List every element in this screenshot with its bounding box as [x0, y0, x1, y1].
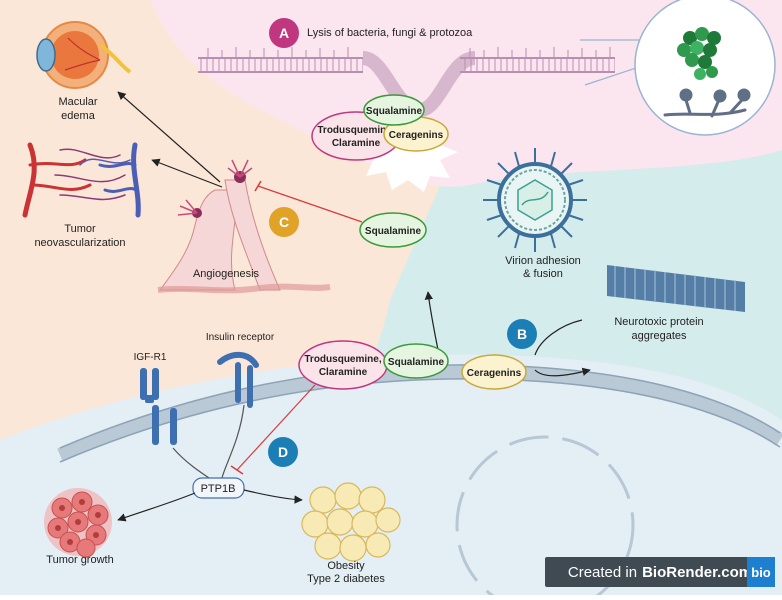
- trodusquemine-bottom-oval: [298, 340, 388, 390]
- insulin-receptor: [217, 351, 259, 408]
- adipocytes-illustration: [301, 482, 401, 562]
- tumor-neo-label-2: neovascularization: [34, 237, 125, 249]
- nucleus: [455, 435, 635, 600]
- svg-text:A: A: [279, 25, 289, 41]
- tumor-neo-label-1: Tumor: [64, 223, 96, 235]
- compound-cluster-top: Trodusquemine, Claramine Ceragenins Squa…: [311, 94, 449, 161]
- igf-label: IGF-R1: [134, 352, 167, 363]
- svg-text:C: C: [279, 214, 289, 230]
- badge-c: C: [269, 207, 299, 237]
- neuro-label-1: Neurotoxic protein: [614, 316, 703, 328]
- bacteria-cluster: [677, 27, 721, 80]
- biorender-credit-badge: Created in BioRender.com bio: [545, 557, 775, 587]
- arrow-to-tumor-neo: [151, 158, 223, 188]
- pink-region: [150, 0, 782, 187]
- neuro-label-2: aggregates: [631, 330, 687, 342]
- protein-aggregate-illustration: [607, 265, 745, 312]
- svg-text:PTP1B: PTP1B: [201, 483, 236, 495]
- arrow-connector-b: [534, 319, 583, 356]
- badge-a: A: [269, 18, 299, 48]
- angiogenesis-label: Angiogenesis: [193, 268, 260, 280]
- arrow-to-neuro: [534, 367, 591, 377]
- microbes-circle: [580, 0, 776, 136]
- tumor-vasculature: [22, 142, 141, 218]
- insulin-receptor-label: Insulin receptor: [206, 332, 275, 343]
- svg-text:B: B: [517, 326, 527, 342]
- igf-receptor: [140, 368, 177, 445]
- credit-prefix: Created in: [567, 563, 638, 581]
- squalamine-bottom-label: Squalamine: [388, 357, 445, 368]
- arrow-to-macular: [117, 91, 221, 183]
- ceragenins-top-label: Ceragenins: [389, 130, 444, 141]
- svg-text:D: D: [278, 444, 288, 460]
- macular-label-2: edema: [61, 110, 96, 122]
- tumor-growth-label: Tumor growth: [46, 554, 113, 566]
- badge-d: D: [268, 437, 298, 467]
- lysis-label: Lysis of bacteria, fungi & protozoa: [307, 27, 473, 39]
- credit-brand: BioRender.com: [642, 563, 753, 581]
- virion-label-1: Virion adhesion: [505, 255, 581, 267]
- obesity-label-2: Type 2 diabetes: [307, 573, 385, 585]
- ceragenins-bottom-oval: [461, 354, 527, 390]
- badge-b: B: [507, 319, 537, 349]
- trodusquemine-top-label: Trodusquemine,: [317, 125, 394, 136]
- arrow-to-obesity: [243, 489, 303, 504]
- eye-illustration: [36, 21, 132, 89]
- svg-text:Squalamine: Squalamine: [365, 226, 422, 237]
- virion-illustration: [483, 148, 587, 252]
- macular-label-1: Macular: [58, 96, 97, 108]
- compound-cluster-bottom: Trodusquemine, Claramine Squalamine Cera…: [298, 340, 527, 390]
- claramine-bottom-label: Claramine: [319, 367, 368, 378]
- tumor-growth-illustration: [44, 488, 112, 558]
- inhibit-line-angiogenesis: [257, 185, 363, 223]
- inhibit-line-ptp1b: [236, 384, 316, 471]
- fungi-hyphae: [663, 88, 751, 118]
- arrow-to-tumor-growth: [117, 492, 196, 522]
- claramine-top-label: Claramine: [332, 138, 381, 149]
- virion-label-2: & fusion: [523, 268, 563, 280]
- squalamine-top-oval: [363, 94, 425, 126]
- ceragenins-bottom-label: Ceragenins: [467, 368, 522, 379]
- biorender-logo-icon: bio: [747, 557, 775, 587]
- squalamine-mid: Squalamine: [359, 212, 427, 248]
- squalamine-bottom-oval: [383, 343, 449, 379]
- trodusquemine-bottom-label: Trodusquemine,: [304, 354, 381, 365]
- squalamine-top-label: Squalamine: [366, 106, 423, 117]
- ptp1b-box: PTP1B: [192, 477, 245, 499]
- obesity-label-1: Obesity: [327, 560, 365, 572]
- line-insulin-ptp1b: [221, 404, 245, 479]
- angiogenesis-illustration: [157, 159, 331, 294]
